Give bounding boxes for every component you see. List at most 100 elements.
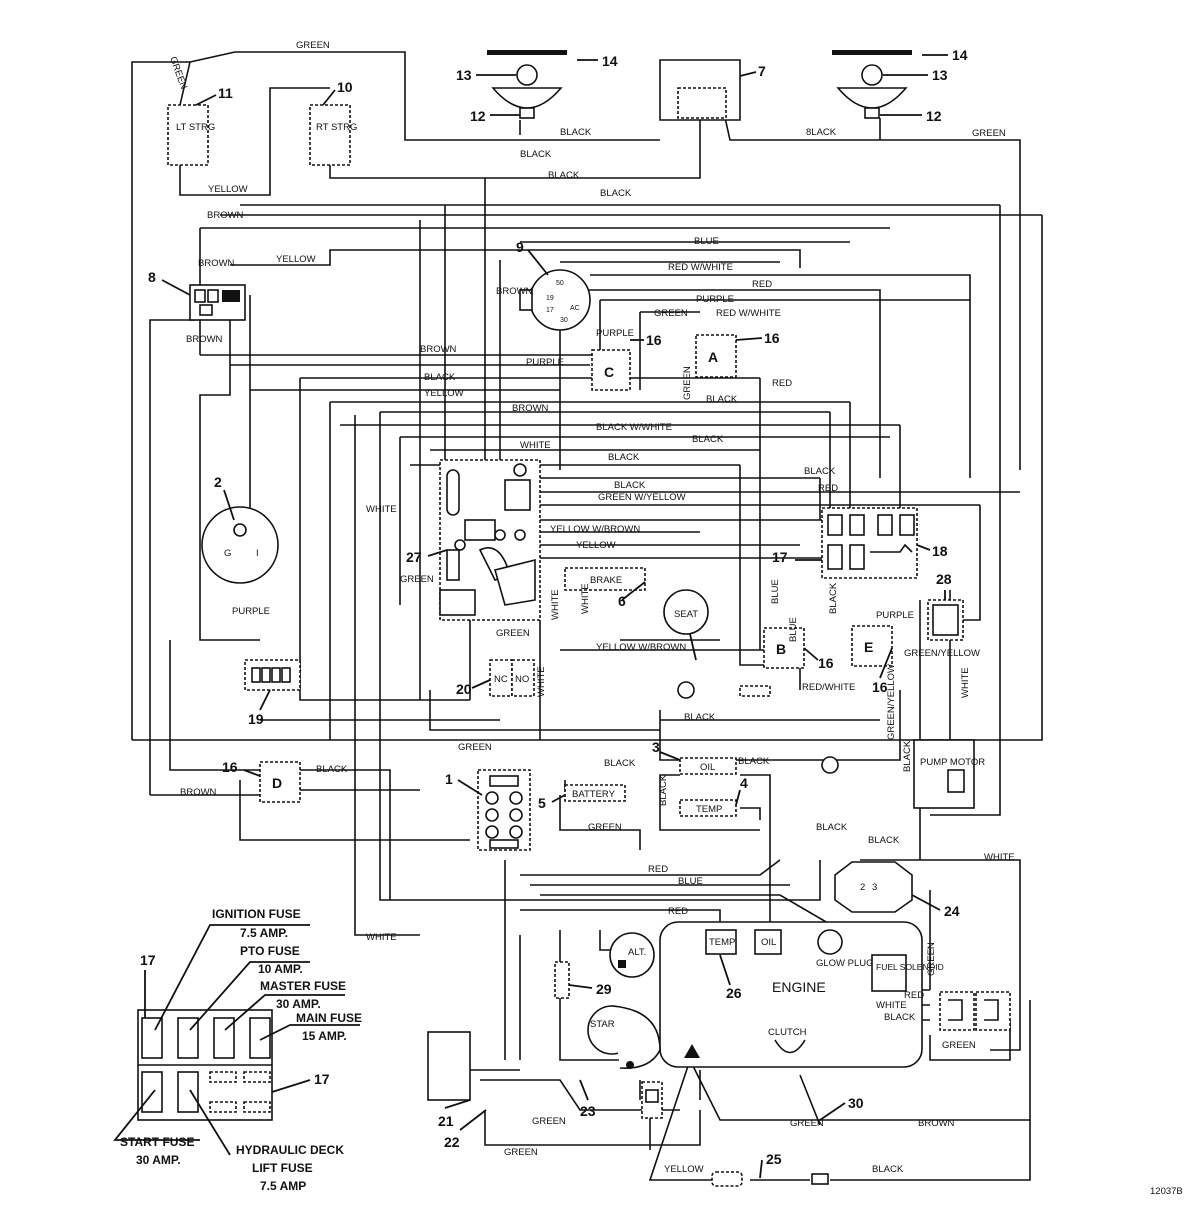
callout-13b: 13 xyxy=(932,67,948,83)
fuse-panel: IGNITION FUSE 7.5 AMP. PTO FUSE 10 AMP. … xyxy=(113,907,362,1193)
svg-text:RED: RED xyxy=(772,378,792,389)
svg-text:YELLOW: YELLOW xyxy=(664,1164,704,1175)
svg-text:D: D xyxy=(272,775,282,791)
callout-21: 21 xyxy=(438,1113,454,1129)
ground-terminal-a xyxy=(677,681,695,699)
ignition-module: G I xyxy=(201,506,279,584)
start-fuse-amp: 30 AMP. xyxy=(136,1153,181,1167)
inline-diode xyxy=(739,685,771,697)
callout-17a: 17 xyxy=(772,549,788,565)
connector-8 xyxy=(189,284,246,321)
callout-4: 4 xyxy=(740,775,748,791)
svg-text:WHITE: WHITE xyxy=(960,667,971,698)
svg-text:SEAT: SEAT xyxy=(674,609,698,620)
svg-text:BLACK: BLACK xyxy=(600,188,632,199)
callout-12a: 12 xyxy=(470,108,486,124)
hyd-fuse-amp: 7.5 AMP xyxy=(260,1179,306,1193)
svg-text:ENGINE: ENGINE xyxy=(772,979,826,995)
svg-text:YELLOW: YELLOW xyxy=(576,540,616,551)
svg-text:E: E xyxy=(864,639,873,655)
callout-30: 30 xyxy=(848,1095,864,1111)
seat-switch: SEAT xyxy=(663,589,709,635)
connector-1 xyxy=(477,769,531,851)
svg-text:YELLOW: YELLOW xyxy=(424,388,464,399)
brake-switch: BRAKE xyxy=(564,567,646,591)
temp-indicator: TEMP xyxy=(679,799,737,817)
hyd-fuse-label2: LIFT FUSE xyxy=(252,1161,313,1175)
right-steering-switch: RT STRG xyxy=(309,104,357,166)
callout-1: 1 xyxy=(445,771,453,787)
callout-20: 20 xyxy=(456,681,472,697)
callout-numbers: 14 14 13 13 12 12 7 11 10 8 9 16 16 2 27… xyxy=(140,47,968,1167)
svg-text:CLUTCH: CLUTCH xyxy=(768,1027,807,1038)
svg-text:RED: RED xyxy=(668,906,688,917)
svg-text:50: 50 xyxy=(556,280,564,287)
callout-2: 2 xyxy=(214,474,222,490)
svg-text:NC: NC xyxy=(494,674,508,685)
svg-text:BLUE: BLUE xyxy=(770,579,781,604)
pump-motor: PUMP MOTOR xyxy=(913,739,985,809)
svg-text:2: 2 xyxy=(860,882,865,893)
svg-text:RED: RED xyxy=(648,864,668,875)
svg-text:GREEN: GREEN xyxy=(296,40,330,51)
battery-21 xyxy=(427,1031,471,1101)
callout-6: 6 xyxy=(618,593,626,609)
diode-29 xyxy=(554,961,570,999)
svg-text:A: A xyxy=(708,349,718,365)
light-switch xyxy=(659,59,741,121)
rt-strg-label: RT STRG xyxy=(316,122,357,133)
callout-16c: 16 xyxy=(818,655,834,671)
relay-a: A xyxy=(695,334,737,378)
svg-text:BLACK: BLACK xyxy=(804,466,836,477)
start-fuse-label: START FUSE xyxy=(120,1135,194,1149)
svg-text:BLACK: BLACK xyxy=(902,740,913,772)
svg-text:BLACK: BLACK xyxy=(604,758,636,769)
svg-text:8LACK: 8LACK xyxy=(806,127,837,138)
svg-text:BROWN: BROWN xyxy=(512,403,549,414)
svg-text:BLUE: BLUE xyxy=(788,617,799,642)
svg-text:GREEN: GREEN xyxy=(588,822,622,833)
svg-text:WHITE: WHITE xyxy=(580,583,591,614)
battery-indicator: BATTERY xyxy=(564,784,626,802)
main-fuse-amp: 15 AMP. xyxy=(302,1029,347,1043)
svg-text:FUEL SOLENOID: FUEL SOLENOID xyxy=(876,962,944,972)
wire-harness xyxy=(131,51,1043,1181)
svg-text:RED W/WHITE: RED W/WHITE xyxy=(716,308,781,319)
svg-text:GREEN: GREEN xyxy=(942,1040,976,1051)
svg-text:WHITE: WHITE xyxy=(984,852,1015,863)
callout-16b: 16 xyxy=(764,330,780,346)
alternator: ALT. xyxy=(609,932,655,978)
svg-text:GREEN: GREEN xyxy=(167,55,189,91)
svg-text:19: 19 xyxy=(546,295,554,302)
svg-text:PURPLE: PURPLE xyxy=(696,294,734,305)
relay-b: B xyxy=(763,627,805,669)
callout-3: 3 xyxy=(652,739,660,755)
svg-text:I: I xyxy=(256,548,259,559)
callout-25: 25 xyxy=(766,1151,782,1167)
start-solenoid xyxy=(641,1081,663,1119)
svg-text:RED W/WHITE: RED W/WHITE xyxy=(668,262,733,273)
inline-fuse-25 xyxy=(711,1171,829,1187)
svg-text:GREEN: GREEN xyxy=(532,1116,566,1127)
svg-text:GREEN/YELLOW: GREEN/YELLOW xyxy=(886,664,897,740)
hydraulic-unit-28 xyxy=(927,599,964,641)
svg-text:STARTER: STARTER xyxy=(590,1019,634,1030)
svg-text:NO: NO xyxy=(515,674,529,685)
svg-text:BLACK: BLACK xyxy=(608,452,640,463)
svg-text:WHITE: WHITE xyxy=(536,666,547,697)
left-steering-switch: LT STRG xyxy=(167,104,215,166)
callout-5: 5 xyxy=(538,795,546,811)
callout-leaders xyxy=(161,54,948,1179)
starter: STARTER xyxy=(587,1005,661,1069)
svg-text:G: G xyxy=(224,548,231,559)
svg-text:BLACK: BLACK xyxy=(884,1012,916,1023)
svg-text:BLACK W/WHITE: BLACK W/WHITE xyxy=(596,422,672,433)
callout-10: 10 xyxy=(337,79,353,95)
main-fuse-label: MAIN FUSE xyxy=(296,1011,362,1025)
svg-text:YELLOW: YELLOW xyxy=(208,184,248,195)
svg-text:GREEN: GREEN xyxy=(972,128,1006,139)
svg-text:GREEN: GREEN xyxy=(926,942,937,976)
fuse-block-17-18 xyxy=(821,507,918,579)
callout-14b: 14 xyxy=(952,47,968,63)
